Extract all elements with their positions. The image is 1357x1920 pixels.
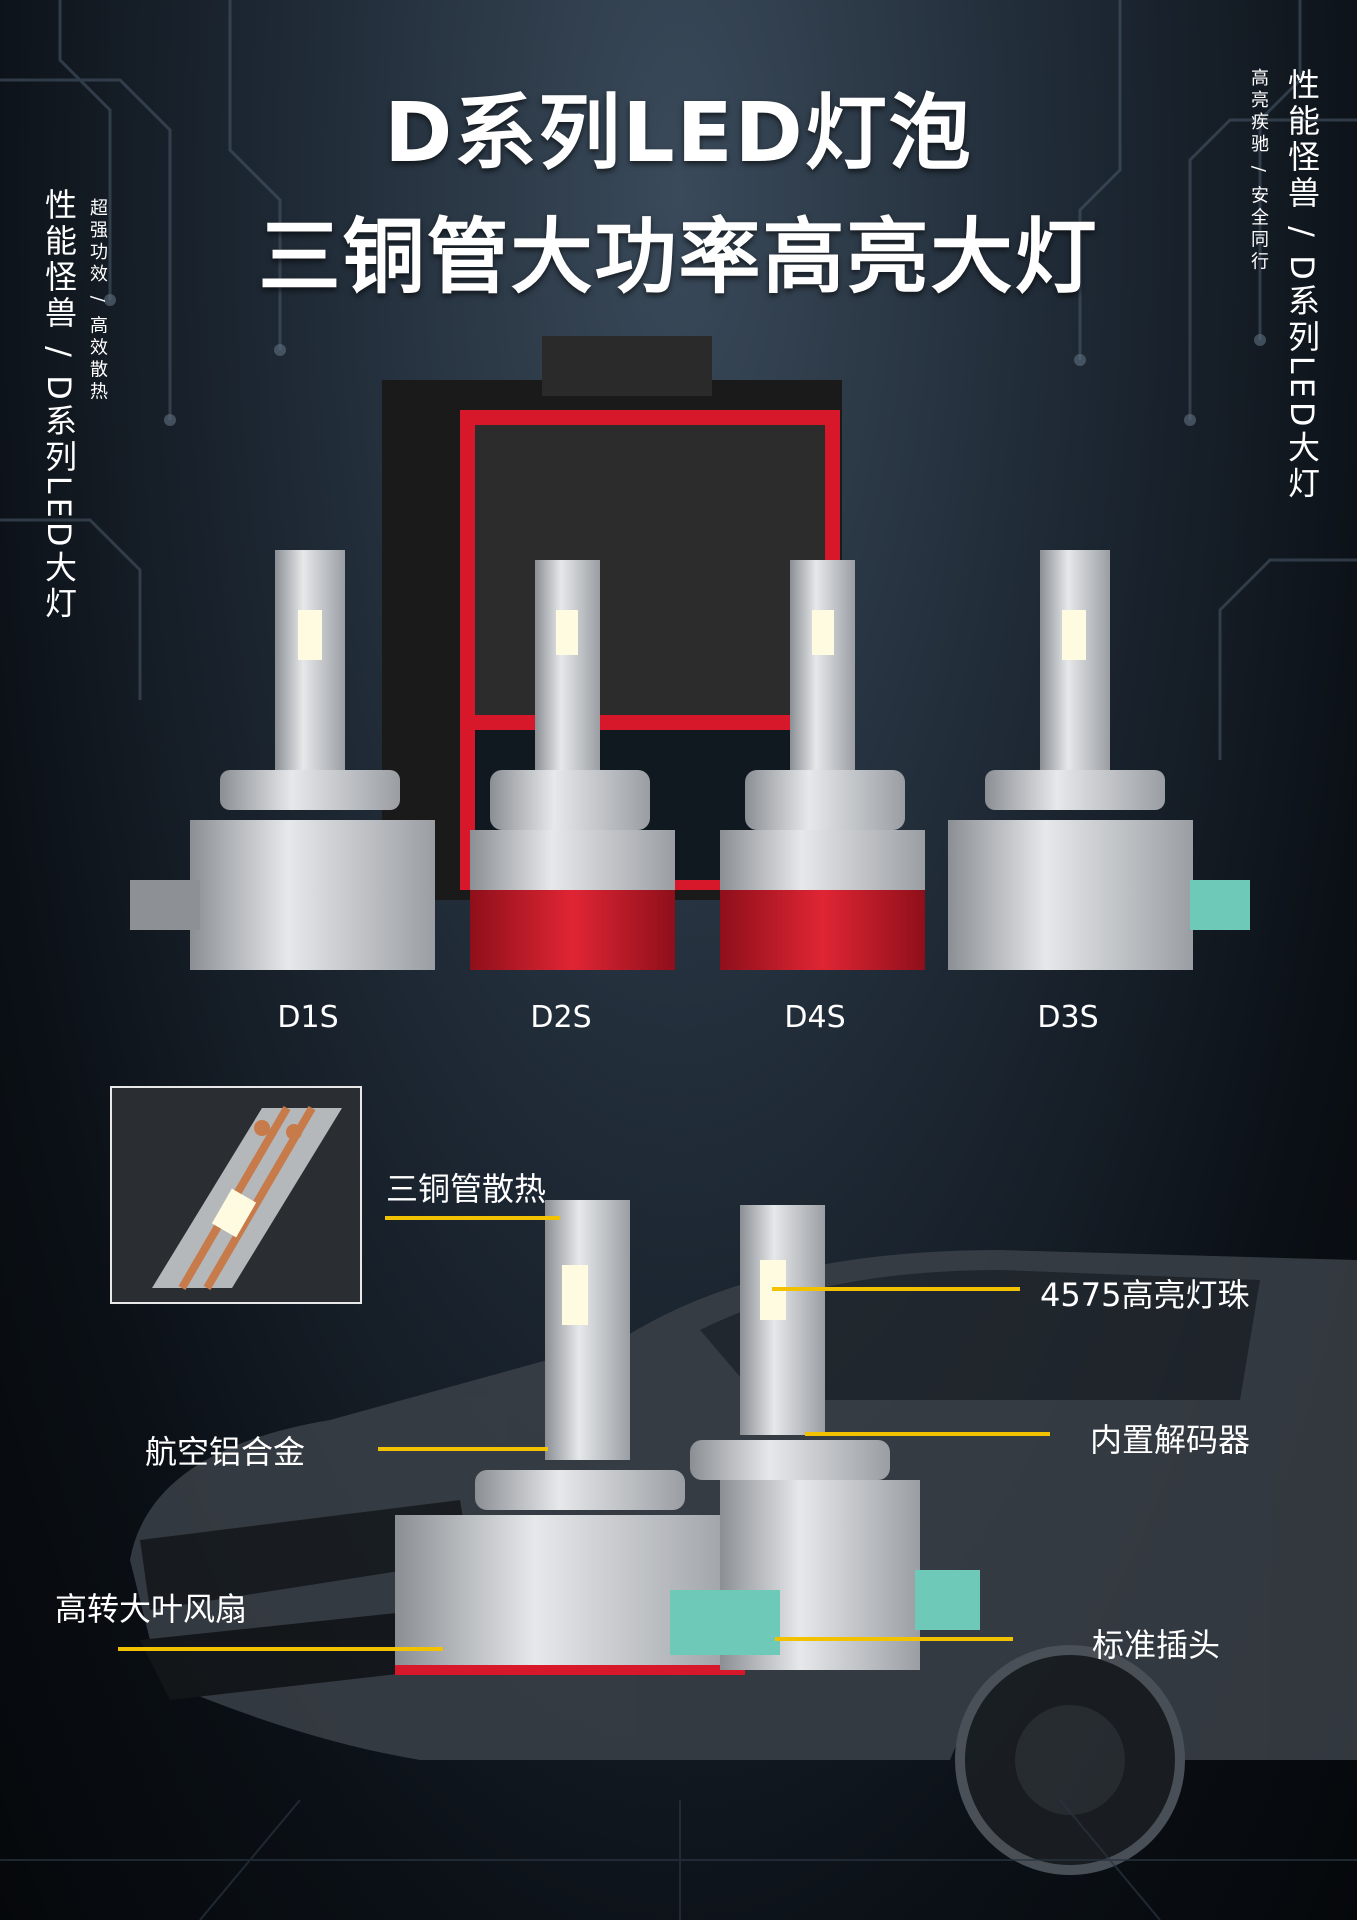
callout-line-plug: [775, 1637, 1013, 1641]
product-showcase: [130, 336, 1250, 970]
page-subtitle: 三铜管大功率高亮大灯: [258, 210, 1099, 305]
right-slogan: 性能怪兽 / D系列LED大灯: [1283, 68, 1321, 503]
callout-line-fan: [118, 1647, 443, 1651]
bulb-d2s: [470, 560, 675, 970]
product-label-d3s: D3S: [1037, 1000, 1099, 1035]
left-slogan: 性能怪兽 / D系列LED大灯: [40, 188, 78, 623]
feature-copper-pipes: 三铜管散热: [386, 1170, 547, 1208]
product-label-d4s: D4S: [784, 1000, 846, 1035]
copper-pipe-closeup: [110, 1086, 362, 1304]
feature-bulb-back: [670, 1205, 980, 1670]
callout-line-copper-pipes: [385, 1216, 560, 1220]
feature-led-chip: 4575高亮灯珠: [1040, 1276, 1250, 1314]
feature-plug: 标准插头: [1092, 1626, 1221, 1664]
bulb-d4s: [720, 560, 925, 970]
right-subtitle: 高亮疾驰 / 安全同行: [1248, 68, 1269, 274]
bulb-d3s: [948, 550, 1250, 970]
callout-line-aluminum: [378, 1447, 548, 1451]
feature-decoder: 内置解码器: [1090, 1421, 1251, 1459]
bulb-d1s: [130, 550, 435, 970]
callout-line-decoder: [805, 1432, 1050, 1436]
product-label-d1s: D1S: [277, 1000, 339, 1035]
feature-aluminum: 航空铝合金: [145, 1433, 306, 1471]
callout-line-led-chip: [772, 1287, 1020, 1291]
page-title: D系列LED灯泡: [384, 86, 973, 181]
left-subtitle: 超强功效 / 高效散热: [87, 198, 108, 404]
feature-fan: 高转大叶风扇: [55, 1590, 248, 1628]
product-label-d2s: D2S: [530, 1000, 592, 1035]
